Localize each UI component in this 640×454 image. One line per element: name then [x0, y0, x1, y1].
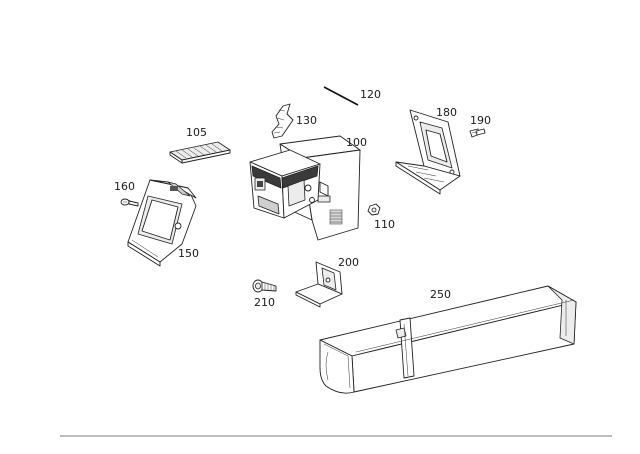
label-190: 190 [470, 114, 491, 127]
label-160: 160 [114, 180, 135, 193]
part-160-screw [120, 198, 139, 207]
part-210-bolt [252, 279, 277, 293]
part-100-main-housing [249, 135, 361, 241]
label-210: 210 [254, 296, 275, 309]
leader-lines [127, 199, 137, 204]
label-250: 250 [430, 288, 451, 301]
label-200: 200 [338, 256, 359, 269]
part-250-enclosure-box [319, 285, 577, 394]
part-110-nut [367, 203, 381, 216]
label-180: 180 [436, 106, 457, 119]
part-105-filter-strip [169, 141, 231, 164]
part-190-screw [469, 128, 486, 138]
label-120: 120 [360, 88, 381, 101]
label-130: 130 [296, 114, 317, 127]
label-105: 105 [186, 126, 207, 139]
part-120-rod [323, 86, 359, 106]
label-100: 100 [346, 136, 367, 149]
part-130-clip [271, 103, 294, 139]
part-180-frame-bracket [395, 109, 461, 195]
part-150-front-cover [127, 179, 197, 267]
label-110: 110 [374, 218, 395, 231]
label-150: 150 [178, 247, 199, 260]
part-200-mounting-bracket [295, 261, 343, 308]
